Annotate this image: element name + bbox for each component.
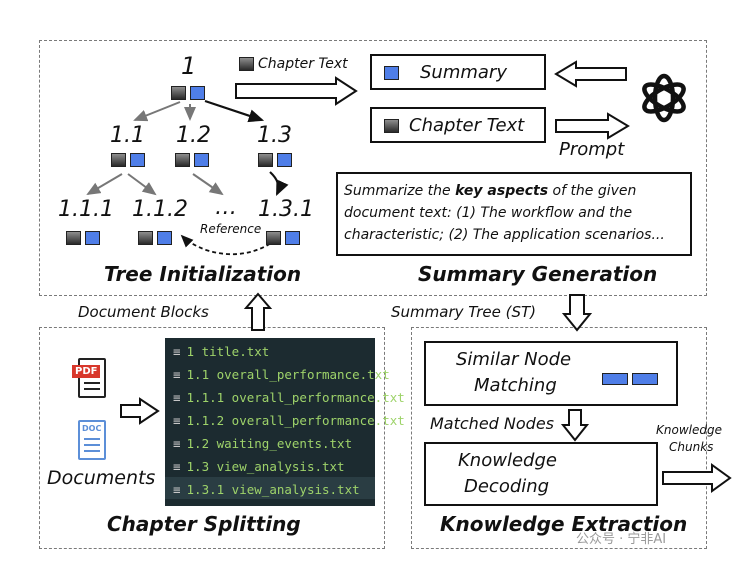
arrow-chapter-to-llm [555, 112, 630, 140]
prompt-text-rest: of the given [548, 183, 637, 199]
file-name: 1.1 overall_performance.txt [186, 367, 390, 382]
similar-node-matching-box: Similar Node Matching [424, 341, 678, 406]
chapter-splitting-title: Chapter Splitting [107, 512, 301, 536]
summary-tree-label: Summary Tree (ST) [391, 303, 537, 321]
tree-initialization-panel [39, 40, 707, 296]
summary-square [157, 231, 172, 245]
file-name: 1.3 view_analysis.txt [186, 459, 345, 474]
file-name: 1.2 waiting_events.txt [186, 436, 353, 451]
prompt-label: Prompt [559, 139, 625, 160]
summary-square [277, 153, 292, 167]
prompt-text-bold: key aspects [455, 183, 549, 199]
llm-logo-top [642, 73, 686, 123]
summary-box: Summary [370, 54, 546, 90]
file-item[interactable]: ≡1.3.1 view_analysis.txt [173, 482, 360, 497]
file-item[interactable]: ≡1.3 view_analysis.txt [173, 459, 345, 474]
file-list-panel: ≡1 title.txt ≡1.1 overall_performance.tx… [165, 338, 405, 506]
file-item[interactable]: ≡1.1.2 overall_performance.txt [173, 413, 405, 428]
summary-square [285, 231, 300, 245]
doc-file-icon: DOC [76, 420, 110, 460]
matched-nodes-label: Matched Nodes [430, 414, 554, 433]
decoding-line-2: Decoding [464, 476, 550, 497]
file-name: 1.1.1 overall_performance.txt [186, 390, 405, 405]
file-item[interactable]: ≡1.1 overall_performance.txt [173, 367, 390, 382]
chapter-text-legend-square [239, 57, 254, 71]
edge-1-to-1.3 [204, 99, 265, 123]
matched-node-bar [602, 373, 628, 385]
tree-node-1-1-1: 1.1.1 [58, 197, 114, 222]
summary-square [384, 66, 399, 80]
arrow-to-summary-generation [235, 76, 358, 106]
document-blocks-label: Document Blocks [78, 303, 209, 321]
file-name: 1 title.txt [186, 344, 270, 359]
file-item[interactable]: ≡1 title.txt [173, 344, 270, 359]
pdf-file-icon: PDF [72, 358, 108, 398]
edge-1-to-1.1 [133, 101, 181, 122]
chapter-text-legend: Chapter Text [258, 56, 348, 72]
file-name: 1.1.2 overall_performance.txt [186, 413, 405, 428]
arrow-knowledge-chunks [662, 463, 732, 493]
edge-1.1-to-1.1.2 [127, 173, 157, 196]
watermark: 公众号 · 宁非AI [576, 532, 667, 547]
tree-node-1-1-2: 1.1.2 [132, 197, 188, 222]
chapter-text-square [66, 231, 81, 245]
chapter-text-box-label: Chapter Text [409, 115, 525, 136]
doc-badge: DOC [82, 424, 102, 433]
knowledge-chunks-line-1: Knowledge [656, 423, 722, 437]
prompt-text-start: Summarize the [344, 183, 456, 199]
prompt-line-3: characteristic; (2) The application scen… [344, 227, 665, 243]
file-item[interactable]: ≡1.2 waiting_events.txt [173, 436, 353, 451]
knowledge-extraction-panel [411, 327, 707, 549]
arrow-llm-to-summary [554, 60, 627, 88]
prompt-line-1: Summarize the key aspects of the given [344, 183, 636, 199]
tree-node-1-1: 1.1 [110, 123, 145, 148]
tree-node-1-2: 1.2 [176, 123, 211, 148]
summary-square [85, 231, 100, 245]
knowledge-chunks-line-2: Chunks [669, 440, 714, 454]
arrow-matching-to-decoding [560, 409, 590, 442]
tree-node-1-3: 1.3 [257, 123, 292, 148]
chapter-text-square [111, 153, 126, 167]
documents-label: Documents [47, 467, 156, 489]
reference-arrow [180, 234, 277, 256]
file-row-highlight [165, 477, 375, 499]
summary-square [194, 153, 209, 167]
chapter-text-box: Chapter Text [370, 107, 546, 143]
reference-label: Reference [200, 222, 262, 236]
file-name: 1.3.1 view_analysis.txt [186, 482, 360, 497]
chapter-splitting-panel [39, 327, 385, 549]
edge-1.2-to-dots [192, 173, 224, 196]
decoding-line-1: Knowledge [458, 450, 557, 471]
arrow-documents-to-files [120, 397, 160, 425]
chapter-text-square [175, 153, 190, 167]
tree-node-root: 1 [181, 52, 197, 80]
summary-square [190, 86, 205, 100]
pdf-badge: PDF [72, 365, 101, 378]
summary-box-label: Summary [420, 62, 507, 83]
knowledge-extraction-title: Knowledge Extraction [440, 512, 688, 536]
chapter-text-square [266, 231, 281, 245]
chapter-text-square [258, 153, 273, 167]
prompt-line-2: document text: (1) The workflow and the [344, 205, 633, 221]
prompt-box: Summarize the key aspects of the given d… [336, 172, 692, 256]
arrow-document-blocks-up [243, 292, 273, 331]
matched-node-bar [632, 373, 658, 385]
tree-node-ellipsis: … [215, 195, 237, 220]
chapter-text-square [171, 86, 186, 100]
chapter-text-square [384, 119, 399, 133]
chapter-text-square [138, 231, 153, 245]
arrow-summary-tree-down [561, 294, 593, 332]
summary-generation-title: Summary Generation [418, 262, 658, 286]
tree-node-1-3-1: 1.3.1 [258, 197, 314, 222]
similar-node-line-1: Similar Node [456, 349, 572, 370]
knowledge-decoding-box: Knowledge Decoding [424, 442, 658, 506]
similar-node-line-2: Matching [474, 375, 557, 396]
summary-square [130, 153, 145, 167]
file-item[interactable]: ≡1.1.1 overall_performance.txt [173, 390, 405, 405]
tree-initialization-title: Tree Initialization [104, 262, 302, 286]
edge-1.1-to-1.1.1 [86, 173, 123, 196]
edge-1.3-to-1.3.1 [269, 171, 289, 197]
